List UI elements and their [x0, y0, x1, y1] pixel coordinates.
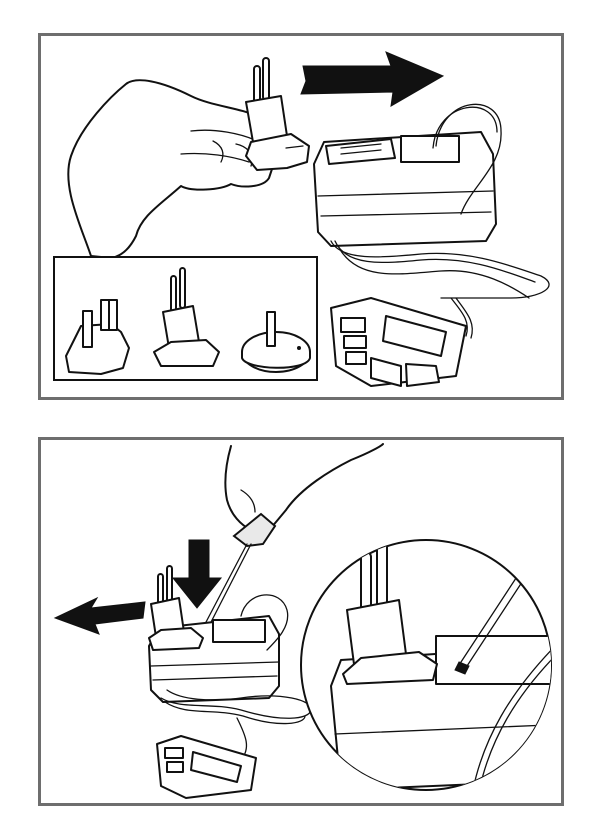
arrow-left-icon [55, 598, 145, 634]
step-1-illustration [41, 36, 561, 397]
connector-icon [331, 298, 466, 386]
connector-icon [157, 736, 256, 798]
figure-step-2 [38, 437, 564, 806]
arrow-down-icon [173, 540, 221, 608]
plug-types-inset [54, 257, 317, 380]
arrow-right-icon [301, 52, 443, 106]
power-supply-icon [314, 132, 496, 246]
plug-adapter-icon [246, 58, 309, 170]
magnifier-circle [301, 540, 561, 802]
figure-step-1 [38, 33, 564, 400]
step-2-illustration [41, 440, 561, 803]
screwdriver-icon [205, 514, 275, 626]
hand-icon [225, 444, 383, 533]
